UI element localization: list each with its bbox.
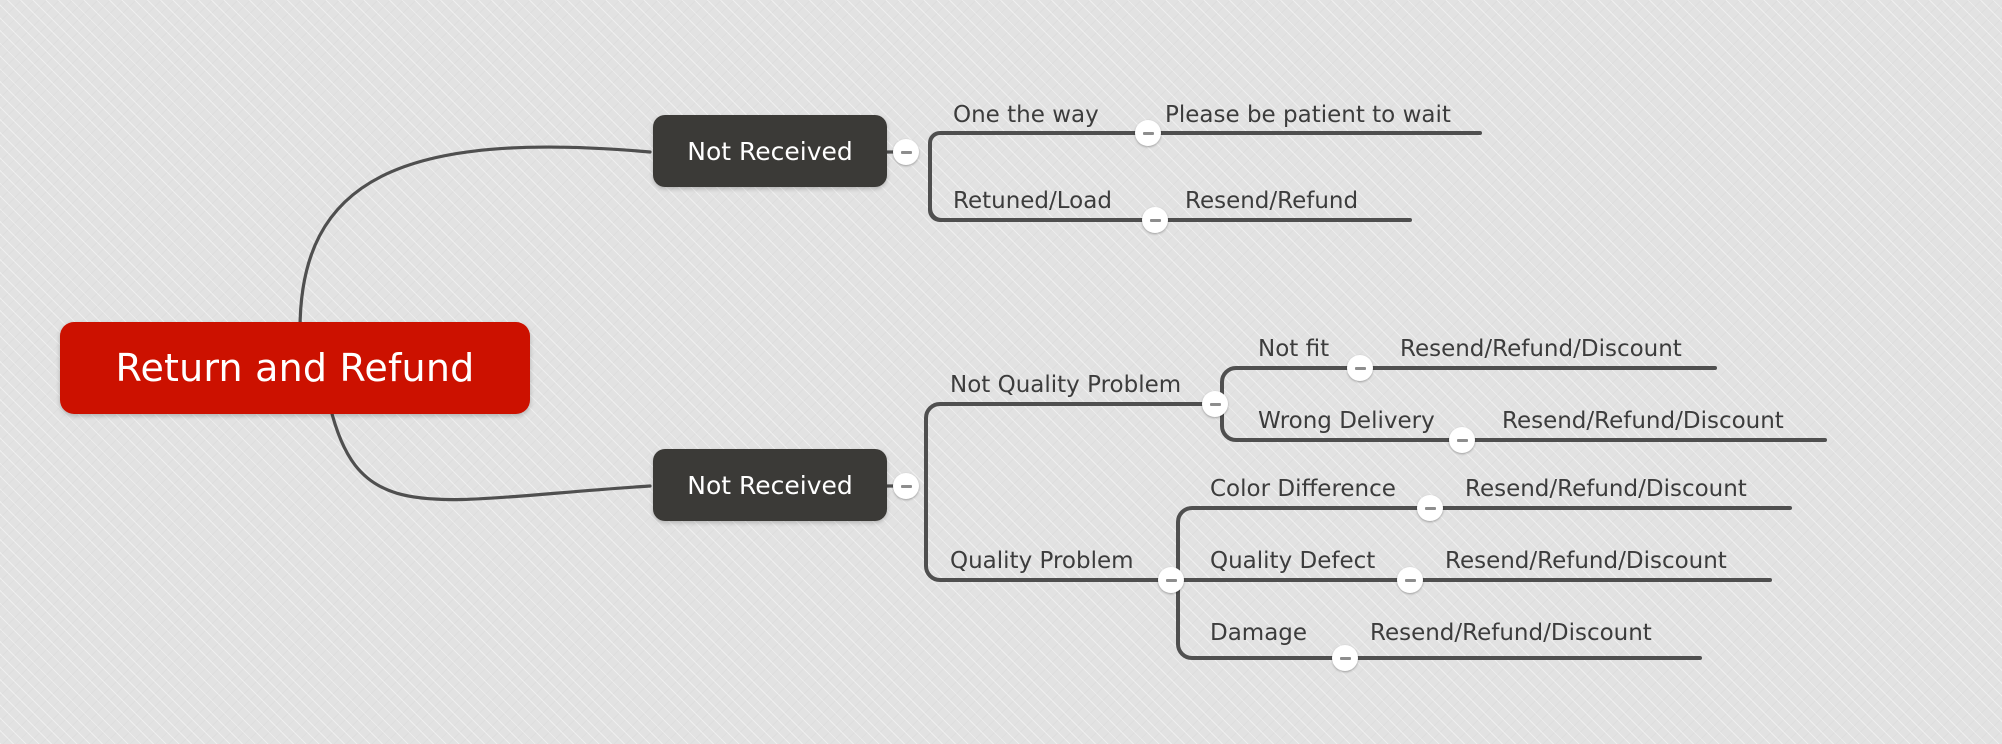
collapse-toggle-one-the-way[interactable] (1135, 120, 1161, 146)
topic-wrong-delivery[interactable]: Wrong Delivery (1258, 408, 1435, 434)
topic-damage-resolution[interactable]: Resend/Refund/Discount (1370, 620, 1652, 646)
collapse-toggle-color-difference[interactable] (1417, 495, 1443, 521)
collapse-toggle-damage[interactable] (1332, 645, 1358, 671)
branch-node-label: Not Received (687, 136, 853, 166)
topic-not-fit-resolution[interactable]: Resend/Refund/Discount (1400, 336, 1682, 362)
topic-quality-problem[interactable]: Quality Problem (950, 548, 1134, 574)
topic-quality-defect[interactable]: Quality Defect (1210, 548, 1376, 574)
topic-quality-defect-resolution[interactable]: Resend/Refund/Discount (1445, 548, 1727, 574)
topic-not-quality-problem[interactable]: Not Quality Problem (950, 372, 1182, 398)
topic-not-fit[interactable]: Not fit (1258, 336, 1330, 362)
branch-node-label: Not Received (687, 470, 853, 500)
topic-color-difference-resolution[interactable]: Resend/Refund/Discount (1465, 476, 1747, 502)
collapse-toggle-branch-bottom[interactable] (893, 473, 919, 499)
topic-one-the-way[interactable]: One the way (953, 102, 1099, 128)
topic-please-be-patient-to-wait[interactable]: Please be patient to wait (1165, 102, 1451, 128)
collapse-toggle-branch-top[interactable] (893, 139, 919, 165)
branch-node-not-received-bottom[interactable]: Not Received (653, 449, 887, 521)
collapse-toggle-quality-problem[interactable] (1158, 567, 1184, 593)
collapse-toggle-not-quality-problem[interactable] (1202, 391, 1228, 417)
collapse-toggle-wrong-delivery[interactable] (1449, 427, 1475, 453)
collapse-toggle-not-fit[interactable] (1347, 355, 1373, 381)
root-node[interactable]: Return and Refund (60, 322, 530, 414)
collapse-toggle-retuned-load[interactable] (1142, 207, 1168, 233)
topic-color-difference[interactable]: Color Difference (1210, 476, 1396, 502)
branch-node-not-received-top[interactable]: Not Received (653, 115, 887, 187)
topic-retuned-load[interactable]: Retuned/Load (953, 188, 1112, 214)
collapse-toggle-quality-defect[interactable] (1397, 567, 1423, 593)
topic-wrong-delivery-resolution[interactable]: Resend/Refund/Discount (1502, 408, 1784, 434)
topic-damage[interactable]: Damage (1210, 620, 1308, 646)
topic-resend-refund[interactable]: Resend/Refund (1185, 188, 1359, 214)
root-node-label: Return and Refund (115, 346, 475, 390)
